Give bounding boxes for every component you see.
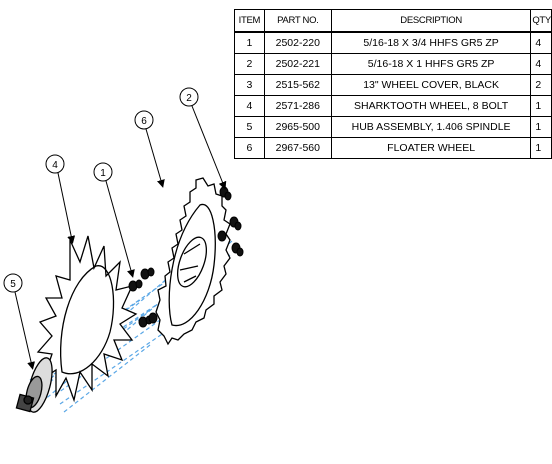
- cell-description: SHARKTOOTH WHEEL, 8 BOLT: [330, 95, 532, 117]
- table-row: 5 2965-500 HUB ASSEMBLY, 1.406 SPINDLE 1: [234, 116, 552, 138]
- cell-description: 5/16-18 X 1 HHFS GR5 ZP: [330, 53, 532, 75]
- sharktooth-wheel: [36, 235, 138, 403]
- callout-1-label: 1: [100, 168, 106, 179]
- hub-assembly: [15, 357, 53, 413]
- callout-5: 5: [3, 273, 36, 370]
- callout-5-label: 5: [10, 279, 16, 290]
- bolts: [128, 186, 244, 328]
- callout-2-label: 2: [186, 93, 192, 104]
- cell-part-no: 2571-286: [263, 95, 332, 117]
- cell-description: 13" WHEEL COVER, BLACK: [330, 74, 532, 96]
- callout-1: 1: [93, 162, 135, 278]
- cell-description: FLOATER WHEEL: [330, 137, 532, 159]
- cell-qty: 1: [530, 137, 552, 159]
- header-description: DESCRIPTION: [330, 9, 532, 33]
- table-row: 6 2967-560 FLOATER WHEEL 1: [234, 137, 552, 159]
- table-row: 4 2571-286 SHARKTOOTH WHEEL, 8 BOLT 1: [234, 95, 552, 117]
- table-header-row: ITEM PART NO. DESCRIPTION QTY: [234, 9, 552, 33]
- header-qty: QTY: [530, 9, 552, 33]
- table-row: 3 2515-562 13" WHEEL COVER, BLACK 2: [234, 74, 552, 96]
- cell-part-no: 2967-560: [263, 137, 332, 159]
- table-row: 1 2502-220 5/16-18 X 3/4 HHFS GR5 ZP 4: [234, 31, 552, 54]
- callout-6-label: 6: [141, 116, 147, 127]
- callout-4: 4: [45, 154, 76, 244]
- callout-2: 2: [179, 87, 227, 190]
- cell-description: 5/16-18 X 3/4 HHFS GR5 ZP: [330, 31, 532, 54]
- callout-4-label: 4: [52, 160, 58, 171]
- callout-6: 6: [134, 110, 165, 188]
- table-row: 2 2502-221 5/16-18 X 1 HHFS GR5 ZP 4: [234, 53, 552, 75]
- floater-wheel: [155, 177, 231, 346]
- parts-table: ITEM PART NO. DESCRIPTION QTY 1 2502-220…: [234, 9, 552, 159]
